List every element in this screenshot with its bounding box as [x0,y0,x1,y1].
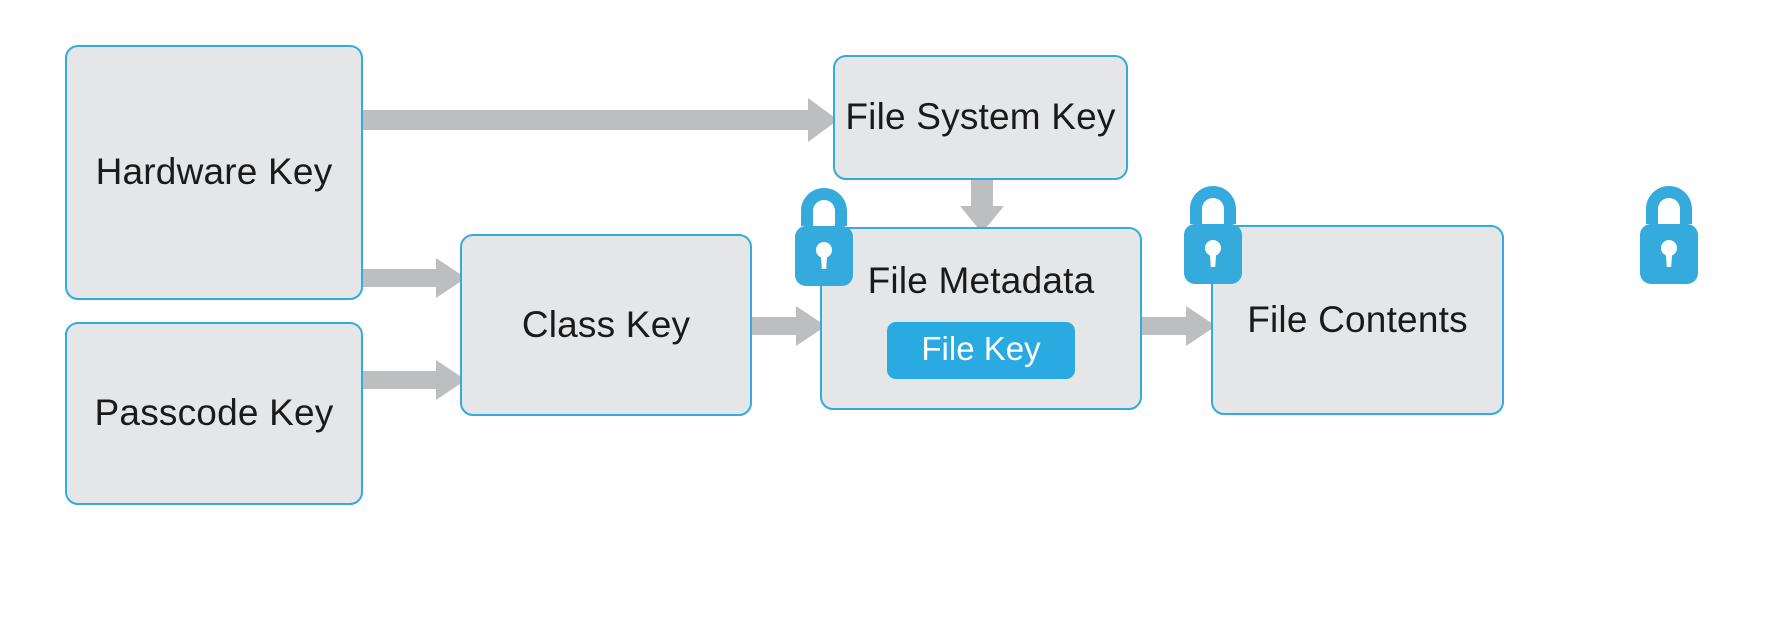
node-hardware-key[interactable]: Hardware Key [65,45,363,300]
arrow-class-key-to-file-metadata [750,306,828,346]
node-file-contents[interactable]: File Contents [1211,225,1504,415]
arrow-file-system-key-to-file-metadata [960,178,1004,234]
node-class-key-label: Class Key [521,303,691,345]
node-hardware-key-label: Hardware Key [95,151,333,193]
node-passcode-key-label: Passcode Key [94,392,334,434]
node-file-system-key[interactable]: File System Key [833,55,1128,180]
arrow-file-metadata-to-file-contents [1140,306,1218,346]
node-file-metadata-label: File Metadata [867,260,1095,301]
lock-icon [1640,186,1698,290]
node-class-key[interactable]: Class Key [460,234,752,416]
node-passcode-key[interactable]: Passcode Key [65,322,363,505]
node-file-system-key-label: File System Key [845,96,1116,138]
arrow-passcode-key-to-class-key [360,360,468,400]
file-key-button[interactable]: File Key [887,321,1075,379]
arrow-hardware-key-to-file-system-key [360,98,840,142]
node-file-metadata[interactable]: File Metadata File Key [820,227,1142,410]
arrow-hardware-key-to-class-key [360,258,468,298]
node-file-contents-label: File Contents [1247,298,1468,340]
